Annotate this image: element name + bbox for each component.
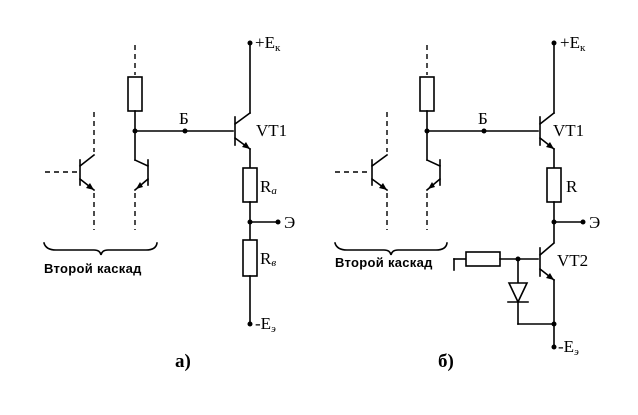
node-emitter-label: Э [589,213,600,232]
supply-dot [551,40,557,46]
resistor-r [546,167,562,203]
supply-dot [247,40,253,46]
base-resistor [127,76,143,112]
node-emitter-dot [275,219,281,225]
base-resistor [419,76,435,112]
transistor-vt1 [233,111,252,151]
base-resistor-vt2 [465,251,501,267]
second-stage-transistor-1 [45,112,96,230]
part-label-a: а) [175,351,191,372]
transistor-vt2 [538,241,556,282]
resistor-ra-label: Rа [260,177,277,197]
diode [507,258,529,325]
brace [43,242,158,256]
node-base-dot [481,128,487,134]
transistor-vt1 [538,111,556,151]
resistor-ra [242,167,258,203]
transistor-label: VT1 [553,121,584,140]
supply-neg-label: -Eэ [558,337,579,358]
node-base-dot [182,128,188,134]
brace-caption: Второй каскад [335,255,433,270]
junction-dot [551,321,557,327]
supply-neg-label: -Eэ [255,314,276,335]
supply-neg-dot [247,321,253,327]
second-stage-transistor-2 [425,158,442,230]
transistor2-label: VT2 [557,251,588,270]
second-stage-transistor-1 [335,112,389,230]
node-emitter-dot [580,219,586,225]
second-stage-transistor-2 [133,158,150,230]
node-emitter-label: Э [284,213,295,232]
node-base-label: Б [478,109,488,128]
circuit-a: Б Второй каскад VT1 [43,33,295,372]
part-label-b: б) [438,351,454,372]
resistor-rv [242,239,258,277]
supply-neg-dot [551,344,557,350]
brace-caption: Второй каскад [44,261,142,276]
brace [334,242,448,256]
supply-pos-label: +Eк [255,33,281,54]
resistor-r-label: R [566,177,578,196]
node-base-label: Б [179,109,189,128]
circuit-b: Б Второй каскад VT1 [334,33,600,372]
resistor-rv-label: Rв [260,249,276,269]
transistor-label: VT1 [256,121,287,140]
supply-pos-label: +Eк [560,33,586,54]
